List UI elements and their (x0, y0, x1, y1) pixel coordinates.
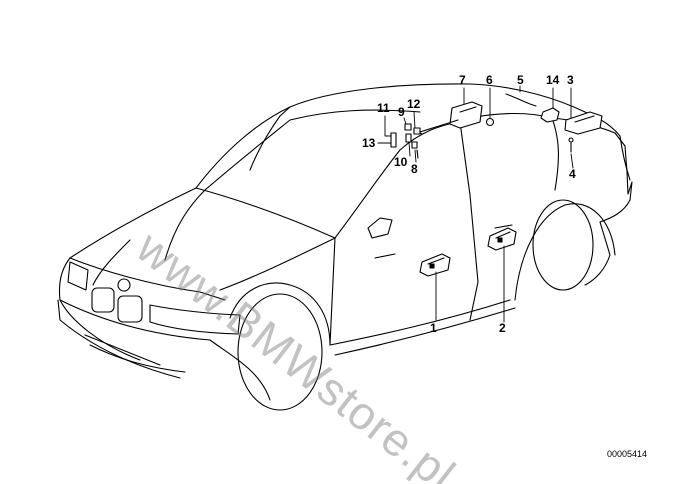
front-door-lock-module (419, 253, 451, 277)
callout-11: 11 (377, 101, 390, 115)
leader-lines (377, 85, 574, 323)
rod-5 (505, 93, 537, 107)
drawing-number: 00005414 (607, 449, 648, 459)
actuator-14 (540, 107, 560, 123)
callout-1: 1 (430, 321, 437, 335)
callout-12: 12 (407, 97, 421, 111)
screw-4 (568, 137, 574, 153)
callout-4: 4 (569, 167, 576, 181)
callout-14: 14 (546, 73, 560, 87)
rear-door-lock-module (487, 227, 517, 251)
callout-8: 8 (411, 162, 418, 176)
callout-10: 10 (394, 155, 408, 169)
car-body (57, 83, 633, 411)
callout-6: 6 (486, 73, 493, 87)
callout-5: 5 (517, 73, 524, 87)
callout-13: 13 (362, 136, 376, 150)
callout-9: 9 (398, 105, 405, 119)
callout-3: 3 (567, 73, 574, 87)
callout-7: 7 (459, 73, 466, 87)
control-unit-7 (449, 101, 483, 129)
cable-bowden-7 (413, 119, 459, 135)
small-parts-8-13 (390, 123, 421, 159)
trunk-lock-unit-3 (564, 111, 603, 135)
callout-2: 2 (499, 321, 506, 335)
nut-6 (485, 117, 495, 127)
